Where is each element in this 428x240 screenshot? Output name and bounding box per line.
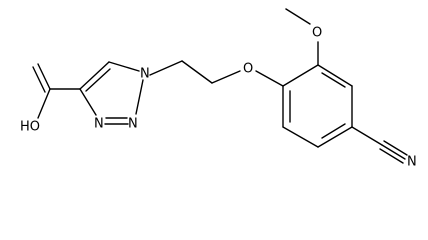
ether-aryl-bond xyxy=(255,70,284,87)
methyl-bond xyxy=(285,8,311,25)
benzene-ring xyxy=(282,64,353,148)
ethylene-linker xyxy=(149,60,241,84)
linker-bond-1 xyxy=(149,60,183,76)
linker-bond-2 xyxy=(181,60,213,84)
triazole-n2-label: N xyxy=(128,117,138,132)
linker-bond-3 xyxy=(211,70,241,84)
ether-oxygen-label: O xyxy=(243,62,253,77)
benzene-double-inner-1 xyxy=(321,72,346,88)
ring-bond-c4-c5 xyxy=(79,61,110,90)
nitrile-triple-bond-c xyxy=(379,148,404,164)
carboxylic-acid-group xyxy=(32,63,81,119)
chemical-structure-diagram: HO N N N O O N xyxy=(20,8,417,170)
carbonyl-double-bond-b xyxy=(32,66,46,93)
methoxy-group xyxy=(285,8,319,66)
ring-bond-c4-c5-inner xyxy=(85,68,111,92)
triazole-n1-label: N xyxy=(140,67,150,82)
benzene-bond-5 xyxy=(282,126,319,148)
nitrile-group xyxy=(351,126,408,164)
structure-canvas: HO N N N O O N xyxy=(20,8,417,170)
hydroxyl-bond xyxy=(37,88,51,119)
methoxy-oxygen-label: O xyxy=(312,26,322,41)
nitrile-nitrogen-label: N xyxy=(407,155,417,170)
nitrile-triple-bond-a xyxy=(381,144,406,160)
benzene-bond-2 xyxy=(317,64,353,87)
triazole-ring xyxy=(79,61,144,125)
benzene-double-inner-2 xyxy=(321,123,346,139)
nitrile-c-bond xyxy=(351,126,383,146)
hydroxyl-label: HO xyxy=(20,120,40,135)
ring-bond-n1-n2 xyxy=(135,79,144,115)
benzene-bond-4 xyxy=(317,126,353,148)
ring-bond-c5-n1 xyxy=(108,61,140,72)
nitrile-triple-bond-b xyxy=(383,140,408,156)
triazole-n3-label: N xyxy=(94,117,104,132)
carbonyl-double-bond-a xyxy=(37,63,51,90)
benzene-bond-1 xyxy=(282,64,319,87)
ring-bond-n3-c4 xyxy=(79,88,97,116)
